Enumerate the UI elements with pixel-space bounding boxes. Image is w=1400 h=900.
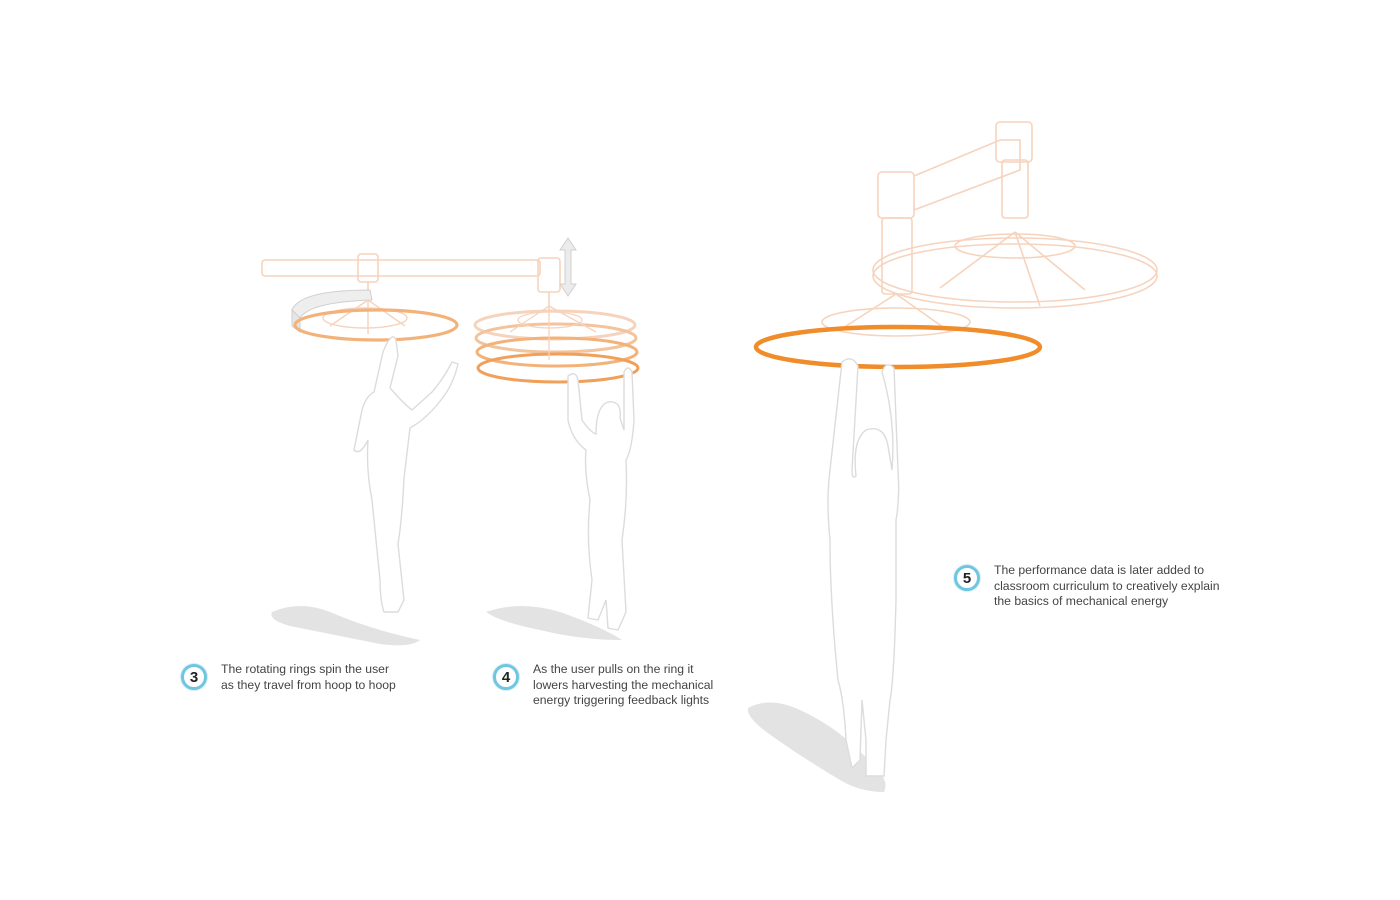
user-shadow	[486, 606, 622, 640]
step-5-line-3: the basics of mechanical energy	[994, 594, 1169, 608]
step-3-caption: 3 The rotating rings spin the user as th…	[181, 662, 396, 693]
rotating-ring	[293, 308, 459, 342]
step-5-line-1: The performance data is later added to	[994, 563, 1205, 577]
stacked-rings	[473, 305, 640, 384]
scene-pulling-ring	[473, 237, 640, 640]
step-3-description: The rotating rings spin the user as they…	[221, 662, 396, 693]
user-shadow	[747, 702, 886, 792]
step-5-description: The performance data is later added to c…	[994, 563, 1220, 610]
ring-spokes	[322, 299, 408, 334]
user-silhouette-pulling	[567, 367, 635, 631]
step-5-caption: 5 The performance data is later added to…	[954, 563, 1220, 610]
step-5-line-2: classroom curriculum to creatively expla…	[994, 578, 1220, 593]
step-4-number-badge: 4	[493, 664, 519, 690]
step-4-line-1: As the user pulls on the ring it	[533, 662, 694, 676]
scene-rotating-rings	[261, 253, 561, 646]
vertical-motion-arrow-icon	[559, 237, 577, 297]
user-silhouette-spinning	[353, 336, 459, 613]
hanging-ring	[753, 324, 1043, 370]
step-3-number-badge: 3	[181, 664, 207, 690]
overhead-structure	[821, 121, 1158, 337]
step-3-line-2: as they travel from hoop to hoop	[221, 677, 396, 692]
step-4-description: As the user pulls on the ring it lowers …	[533, 662, 713, 709]
step-4-line-3: energy triggering feedback lights	[533, 693, 710, 707]
step-5-number-badge: 5	[954, 565, 980, 591]
user-silhouette-hanging	[827, 358, 900, 777]
step-3-line-1: The rotating rings spin the user	[221, 662, 390, 676]
scene-hanging-user	[747, 121, 1158, 792]
step-4-line-2: lowers harvesting the mechanical	[533, 677, 714, 692]
user-shadow	[271, 606, 420, 646]
step-4-caption: 4 As the user pulls on the ring it lower…	[493, 662, 713, 709]
